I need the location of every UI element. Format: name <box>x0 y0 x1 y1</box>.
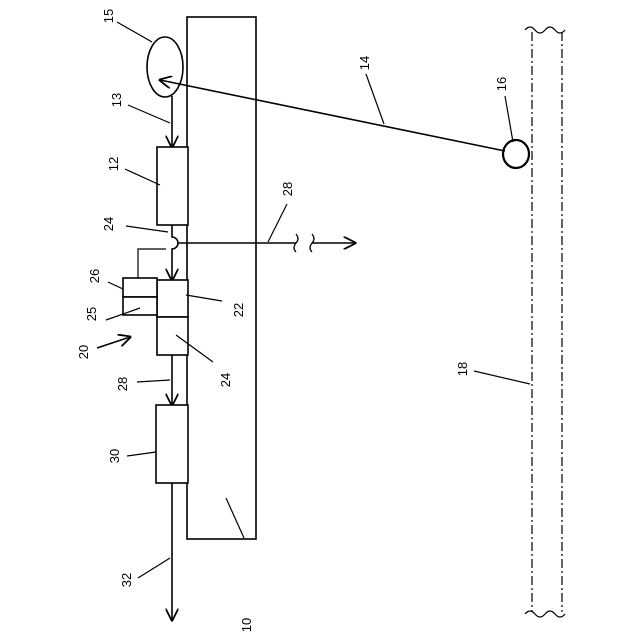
element-24-block <box>157 317 188 355</box>
element-12-block <box>157 147 188 225</box>
pointer-20 <box>97 337 130 348</box>
line-24-upper <box>172 225 178 280</box>
label-24-upper: 24 <box>101 217 116 231</box>
label-12: 12 <box>106 157 121 171</box>
label-30: 30 <box>107 449 122 463</box>
connector-26 <box>138 249 166 278</box>
element-16-circle <box>503 140 529 168</box>
element-15-ellipse <box>147 37 183 97</box>
label-16: 16 <box>494 77 509 91</box>
element-22-block <box>157 280 188 317</box>
element-18-band <box>525 27 565 617</box>
label-15: 15 <box>101 9 116 23</box>
label-26: 26 <box>87 269 102 283</box>
label-14: 14 <box>357 56 372 70</box>
label-22: 22 <box>231 303 246 317</box>
label-18: 18 <box>455 362 470 376</box>
label-24-lower: 24 <box>218 373 233 387</box>
label-10: 10 <box>239 618 254 632</box>
element-30-block <box>156 405 188 483</box>
label-28-upper: 28 <box>280 182 295 196</box>
label-13: 13 <box>109 93 124 107</box>
label-25: 25 <box>84 307 99 321</box>
element-10-block <box>187 17 256 539</box>
label-28-lower: 28 <box>115 377 130 391</box>
label-32: 32 <box>119 573 134 587</box>
line-28-break <box>294 234 314 252</box>
label-20: 20 <box>76 345 91 359</box>
element-26-box <box>123 278 157 297</box>
